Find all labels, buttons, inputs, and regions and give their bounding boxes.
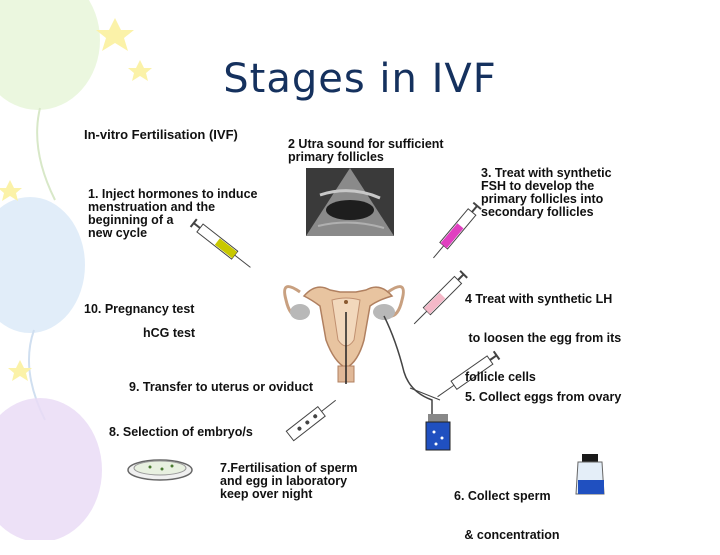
step-4-label: 4 Treat with synthetic LH to loosen the … [465, 267, 621, 397]
step-7-label: 7.Fertilisation of sperm and egg in labo… [220, 462, 358, 501]
step-2-line: primary follicles [288, 150, 384, 164]
balloon-string [36, 107, 56, 201]
step-1-label: 1. Inject hormones to induce menstruatio… [88, 188, 257, 240]
star-icon [0, 180, 22, 201]
step-3-line: primary follicles into [481, 192, 604, 206]
step-9-label: 9. Transfer to uterus or oviduct [129, 381, 313, 394]
step-6-label: 6. Collect sperm & concentration [454, 464, 560, 555]
step-8-line: 8. Selection of embryo/s [109, 425, 253, 439]
ultrasound-image [306, 168, 394, 236]
step-2-line: 2 Utra sound for sufficient [288, 137, 444, 151]
balloon-green [0, 0, 100, 110]
collection-tube [383, 315, 433, 416]
step-4-line: follicle cells [465, 370, 536, 384]
collection-tube [409, 387, 441, 401]
step-10-label: 10. Pregnancy test [84, 303, 194, 316]
step-1-line: 1. Inject hormones to induce [88, 187, 258, 201]
step-7-line: keep over night [220, 487, 313, 501]
step-4-line: to loosen the egg from its [465, 331, 622, 345]
star-icon [8, 360, 32, 381]
ovary-right [373, 304, 395, 320]
uterus-illustration [283, 285, 405, 384]
syringe-icon [433, 201, 482, 259]
step-6-line: & concentration [454, 528, 560, 542]
syringe-icon [189, 218, 251, 268]
ovary-left [290, 304, 310, 320]
step-1-line: new cycle [88, 226, 148, 240]
step-8-label: 8. Selection of embryo/s [109, 426, 253, 439]
step-7-line: and egg in laboratory [220, 474, 348, 488]
step-3-line: FSH to develop the [481, 179, 595, 193]
step-7-line: 7.Fertilisation of sperm [220, 461, 358, 475]
step-1-line: beginning of a [88, 213, 174, 227]
step-2-label: 2 Utra sound for sufficient primary foll… [288, 138, 444, 164]
step-5-label: 5. Collect eggs from ovary [465, 391, 621, 404]
syringe-icon [437, 350, 501, 398]
petri-dish-icon [127, 459, 193, 481]
balloon-background [0, 0, 152, 540]
hcg-test-label: hCG test [143, 326, 196, 340]
balloon-purple [0, 398, 102, 540]
step-1-line: menstruation and the [88, 200, 216, 214]
step-3-label: 3. Treat with synthetic FSH to develop t… [481, 167, 612, 219]
slide-title: Stages in IVF [223, 56, 497, 102]
syringe-icon [413, 270, 468, 325]
transfer-syringe-icon [285, 399, 337, 442]
step-10-line: 10. Pregnancy test [84, 302, 195, 316]
diagram-heading: In-vitro Fertilisation (IVF) [84, 127, 238, 142]
egg-vial-icon [425, 414, 451, 451]
step-5-line: 5. Collect eggs from ovary [465, 390, 622, 404]
star-icon [96, 18, 134, 51]
sperm-vial-icon [575, 454, 605, 495]
step-9-line: 9. Transfer to uterus or oviduct [129, 380, 314, 394]
star-icon [128, 60, 152, 81]
step-4-line: 4 Treat with synthetic LH [465, 292, 613, 306]
ivf-diagram [127, 168, 605, 495]
step-6-line: 6. Collect sperm [454, 489, 551, 503]
step-3-line: 3. Treat with synthetic [481, 166, 612, 180]
balloon-blue [0, 197, 85, 333]
step-3-line: secondary follicles [481, 205, 594, 219]
